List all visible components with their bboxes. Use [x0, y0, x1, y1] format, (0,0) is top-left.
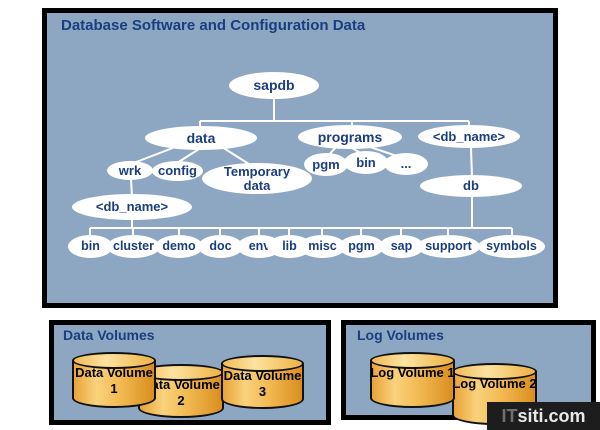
cylinder-top	[370, 352, 455, 369]
node-temporary-data: Temporary data	[202, 163, 312, 194]
data-volumes-title: Data Volumes	[63, 327, 155, 343]
leaf-misc: misc	[299, 235, 346, 258]
node-db-name-left: <db_name>	[72, 194, 192, 220]
software-config-panel	[42, 8, 558, 308]
node-db-name-right: <db_name>	[418, 125, 520, 148]
log-volume-2-label: Log Volume 2	[452, 376, 537, 391]
node-bin: bin	[344, 151, 388, 174]
data-volume-3-cylinder: Data Volume 3	[221, 355, 304, 409]
leaf-sap: sap	[379, 235, 424, 258]
leaf-demo: demo	[155, 235, 203, 258]
data-volume-1-label: Data Volume 1	[75, 365, 153, 397]
node-pgm: pgm	[304, 153, 348, 176]
node-programs: programs	[298, 125, 402, 149]
cylinder-top	[221, 355, 304, 372]
data-volume-1-cylinder: Data Volume 1	[72, 352, 156, 408]
node-data: data	[145, 126, 257, 150]
watermark-rest: siti.com	[517, 405, 586, 426]
node-wrk: wrk	[107, 161, 153, 180]
leaf-support: support	[417, 235, 480, 258]
leaf-bin: bin	[68, 235, 113, 258]
leaf-pgm: pgm	[339, 235, 384, 258]
log-volume-1-label: Log Volume 1	[370, 365, 455, 380]
watermark-prefix: IT	[501, 405, 518, 426]
leaf-symbols: symbols	[478, 235, 545, 258]
node-sapdb: sapdb	[229, 72, 319, 99]
node-ellipsis: ...	[384, 153, 428, 175]
data-volume-2-label: Data Volume 2	[142, 377, 220, 409]
log-volume-1-cylinder: Log Volume 1	[370, 352, 455, 408]
data-volume-3-label: Data Volume 3	[223, 368, 302, 400]
node-db: db	[420, 175, 522, 197]
cylinder-top	[72, 352, 156, 369]
log-volumes-title: Log Volumes	[357, 327, 444, 343]
leaf-cluster: cluster	[107, 235, 160, 258]
node-config: config	[152, 161, 203, 181]
leaf-doc: doc	[198, 235, 243, 258]
software-config-title: Database Software and Configuration Data	[61, 17, 366, 34]
